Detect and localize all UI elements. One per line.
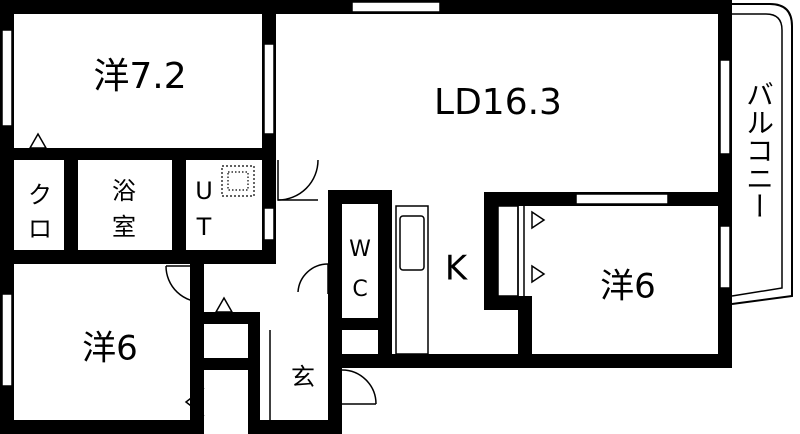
- window-icon: [1, 29, 13, 127]
- wall-entrance-right: [328, 354, 342, 434]
- window-icon: [263, 207, 275, 241]
- label-western-sw: 洋6: [82, 329, 138, 369]
- east-closet: [497, 205, 525, 297]
- wall-closet2-mid: [190, 358, 260, 370]
- label-closet-1: ク: [28, 181, 52, 209]
- label-kitchen: K: [445, 249, 469, 289]
- closet-arrow-icon: [214, 296, 234, 313]
- label-bath-1: 浴: [112, 177, 136, 205]
- window-icon: [351, 1, 441, 13]
- label-western-e: 洋6: [600, 267, 656, 307]
- wall-e-left-upper: [484, 192, 498, 310]
- label-closet-2: ロ: [28, 215, 52, 243]
- closet-arrow-icon: [28, 132, 48, 149]
- balcony-inner: [731, 13, 783, 297]
- door-swing-icon: [165, 265, 205, 303]
- washer-pan-icon: [221, 165, 255, 197]
- wall-entrance-bottom: [260, 420, 340, 434]
- kitchen-counter: [395, 205, 429, 355]
- wall-bath-ut: [172, 150, 186, 260]
- wall-under-7-2: [0, 148, 275, 160]
- wall-e-left-lower: [518, 296, 532, 368]
- wall-wc-left: [328, 190, 342, 368]
- label-utility-1: U: [195, 177, 213, 205]
- label-bath-2: 室: [112, 213, 136, 241]
- wall-top-left: [0, 0, 275, 14]
- window-icon: [719, 225, 731, 289]
- closet-strip: [497, 205, 519, 297]
- closet-arrow-icon: [531, 264, 546, 284]
- wall-right-main: [718, 0, 732, 368]
- closet-arrows: [28, 132, 546, 313]
- wall-sw-right: [190, 264, 204, 434]
- wall-wc-right: [378, 190, 392, 368]
- wall-corridor-bottom: [328, 354, 392, 368]
- door-swing-icon: [341, 369, 377, 405]
- window-icon: [263, 43, 275, 135]
- wall-bottom-right: [340, 354, 732, 368]
- balcony-outline: [731, 3, 793, 305]
- wall-under-bath: [0, 250, 276, 264]
- door-swing-icon: [277, 159, 319, 201]
- label-toilet-2: C: [352, 277, 367, 302]
- label-balcony: バルコニー: [742, 80, 775, 220]
- wall-closet-bath: [64, 150, 78, 260]
- label-utility-2: T: [196, 213, 212, 241]
- door-swing-icon: [297, 263, 329, 293]
- door-swing-icon: [184, 387, 205, 417]
- window-icon: [575, 193, 669, 205]
- doors: [165, 159, 377, 417]
- windows: [1, 1, 731, 387]
- wall-bottom-left: [0, 420, 190, 434]
- washer-pan-inner: [227, 171, 249, 191]
- label-toilet-1: W: [349, 237, 371, 262]
- wall-wc-top: [328, 190, 392, 204]
- closet-arrow-icon: [531, 210, 546, 230]
- wall-closet2-top: [190, 312, 260, 324]
- window-icon: [719, 59, 731, 155]
- wall-top-main: [262, 0, 732, 14]
- label-entrance: 玄: [291, 363, 315, 391]
- window-icon: [1, 293, 13, 387]
- label-living-dining: LD16.3: [434, 82, 562, 123]
- wall-closet2-right: [248, 312, 260, 434]
- label-western-nw: 洋7.2: [93, 56, 186, 97]
- wall-ut-right: [262, 150, 276, 264]
- sink-icon: [399, 215, 425, 271]
- wall-wc-bottom: [328, 318, 392, 330]
